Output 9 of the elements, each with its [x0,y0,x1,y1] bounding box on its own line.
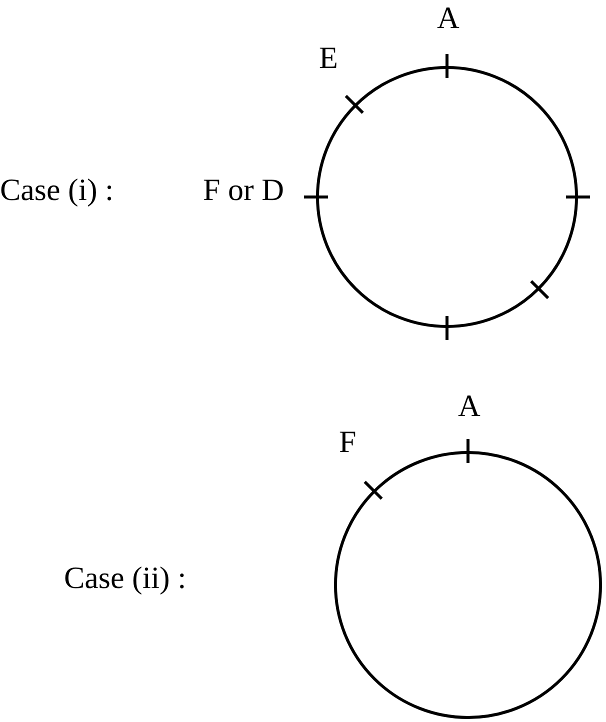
point-label: E [319,42,338,73]
circle-outline [316,66,578,328]
point-label: A [458,390,480,421]
point-label: F [339,426,356,457]
point-label: A [437,2,460,33]
case-label: Case (ii) : [64,562,186,593]
case-label: Case (i) : [0,174,114,205]
circle-outline [334,451,602,719]
point-label: F or D [203,174,284,205]
